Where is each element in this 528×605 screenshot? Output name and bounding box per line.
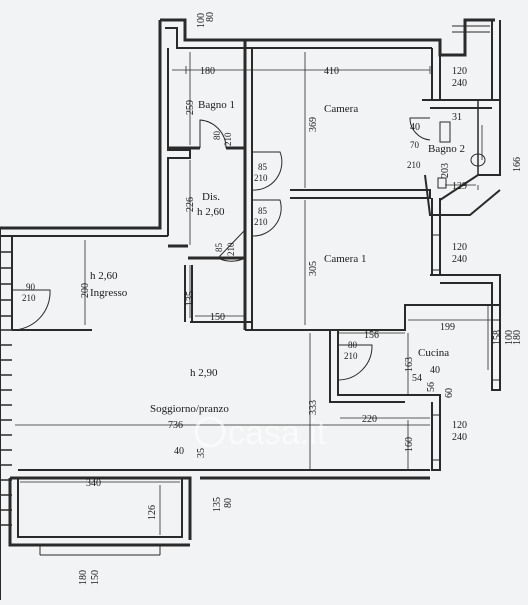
dim-bagno1-height: 259 bbox=[185, 100, 196, 115]
room-label-camera: Camera bbox=[324, 103, 358, 115]
door-swing-dis2 bbox=[251, 199, 282, 237]
room-height-dis: h 2,60 bbox=[197, 206, 225, 218]
dim-bagno2-129: 129 bbox=[452, 181, 467, 192]
dim-cucina-156: 156 bbox=[364, 330, 379, 341]
dim-soggiorno-40: 40 bbox=[174, 446, 184, 457]
dim-cucina-163: 163 bbox=[404, 357, 415, 372]
dim-top-100: 100 bbox=[196, 13, 207, 28]
dim-cucina-60: 60 bbox=[444, 388, 455, 398]
dim-cucina-56: 56 bbox=[426, 382, 437, 392]
door-bagno2-height: 210 bbox=[407, 160, 421, 170]
watermark-logo-icon bbox=[194, 416, 226, 448]
door-swing-dis1 bbox=[251, 151, 283, 191]
dim-ingresso-height: 200 bbox=[80, 283, 91, 298]
dim-soggiorno-736: 736 bbox=[168, 420, 183, 431]
dim-window-c1-h: 240 bbox=[452, 254, 467, 265]
toilet-icon bbox=[439, 121, 451, 143]
room-label-camera1: Camera 1 bbox=[324, 253, 366, 265]
dim-cucina-side-a: 100 bbox=[504, 330, 515, 345]
dim-dis-height: 226 bbox=[185, 197, 196, 212]
dim-soggiorno-340: 340 bbox=[86, 478, 101, 489]
dim-bottom-180: 180 bbox=[78, 570, 89, 585]
dim-bagno1-width: 180 bbox=[200, 66, 215, 77]
dim-window-s-w: 120 bbox=[452, 420, 467, 431]
dim-camera1-height: 305 bbox=[308, 261, 319, 276]
dim-cucina-158: 158 bbox=[492, 330, 503, 345]
dim-soggiorno-160: 160 bbox=[404, 437, 415, 452]
door-swing-bagno2 bbox=[409, 117, 431, 141]
bidet-icon bbox=[437, 177, 447, 189]
dim-bagno2-31: 31 bbox=[452, 112, 462, 123]
dim-soggiorno-333: 333 bbox=[308, 400, 319, 415]
door-bagno1-height: 210 bbox=[223, 132, 233, 146]
door-bagno2-width: 70 bbox=[410, 140, 420, 150]
dim-window-c1-w: 120 bbox=[452, 242, 467, 253]
dim-cucina-side-b: 180 bbox=[512, 330, 523, 345]
room-label-soggiorno: Soggiorno/pranzo bbox=[150, 403, 229, 415]
door-swing-bagno1 bbox=[199, 119, 227, 149]
dim-bottom-135: 135 bbox=[212, 497, 223, 512]
windows bbox=[39, 25, 500, 556]
dim-ingresso-150: 150 bbox=[210, 312, 225, 323]
door-labels: 80 210 85 210 85 210 85 210 70 210 90 21… bbox=[22, 131, 421, 362]
door-dis1-height: 210 bbox=[254, 173, 268, 183]
room-label-bagno2: Bagno 2 bbox=[428, 143, 465, 155]
room-label-ingresso: Ingresso bbox=[90, 287, 128, 299]
room-height-soggiorno: h 2,90 bbox=[190, 367, 218, 379]
watermark: casa.it bbox=[194, 414, 327, 452]
walls bbox=[0, 18, 501, 600]
dim-cucina-54: 54 bbox=[412, 373, 422, 384]
door-ingresso-height: 210 bbox=[22, 293, 36, 303]
dim-window-s-h: 240 bbox=[452, 432, 467, 443]
door-swing-ingresso bbox=[11, 289, 51, 331]
dim-cucina-40: 40 bbox=[430, 365, 440, 376]
door-dis1-width: 85 bbox=[258, 162, 268, 172]
door-dis2-width: 85 bbox=[258, 206, 268, 216]
dim-soggiorno-126: 126 bbox=[147, 505, 158, 520]
watermark-text: casa.it bbox=[228, 414, 327, 452]
room-label-bagno1: Bagno 1 bbox=[198, 99, 235, 111]
dim-camera-width: 410 bbox=[324, 66, 339, 77]
dim-right-166: 166 bbox=[512, 157, 523, 172]
dim-ingresso-135: 135 bbox=[185, 291, 196, 306]
dim-cucina-199: 199 bbox=[440, 322, 455, 333]
door-swings bbox=[11, 117, 431, 381]
dim-bottom-150: 150 bbox=[90, 570, 101, 585]
door-swing-dis3 bbox=[217, 229, 246, 262]
dim-bagno2-40: 40 bbox=[410, 122, 420, 133]
sink-icon bbox=[470, 153, 486, 167]
dim-bottom-80: 80 bbox=[223, 498, 234, 508]
dim-soggiorno-220: 220 bbox=[362, 414, 377, 425]
bagno2-fixtures bbox=[437, 121, 486, 189]
room-height-ingresso: h 2,60 bbox=[90, 270, 118, 282]
door-dis3-height: 210 bbox=[226, 242, 236, 256]
door-dis2-height: 210 bbox=[254, 217, 268, 227]
room-label-cucina: Cucina bbox=[418, 347, 449, 359]
dim-window-top-h: 240 bbox=[452, 78, 467, 89]
dim-camera-height: 369 bbox=[308, 117, 319, 132]
door-soggiorno-height: 210 bbox=[344, 351, 358, 361]
dim-bagno2-203: 203 bbox=[440, 163, 451, 178]
door-soggiorno-width: 80 bbox=[348, 340, 358, 350]
door-swing-soggiorno bbox=[337, 344, 373, 381]
dim-top-80: 80 bbox=[205, 12, 216, 22]
room-label-dis: Dis. bbox=[202, 191, 220, 203]
room-labels: Bagno 1 Camera Bagno 2 Dis. h 2,60 Camer… bbox=[90, 99, 465, 415]
door-ingresso-width: 90 bbox=[26, 282, 36, 292]
dim-soggiorno-35: 35 bbox=[196, 448, 207, 458]
dim-window-top-w: 120 bbox=[452, 66, 467, 77]
door-bagno1-width: 80 bbox=[212, 131, 222, 141]
dimension-labels: 100 80 180 410 120 240 259 369 40 31 203… bbox=[78, 12, 523, 585]
door-dis3-width: 85 bbox=[214, 243, 224, 253]
